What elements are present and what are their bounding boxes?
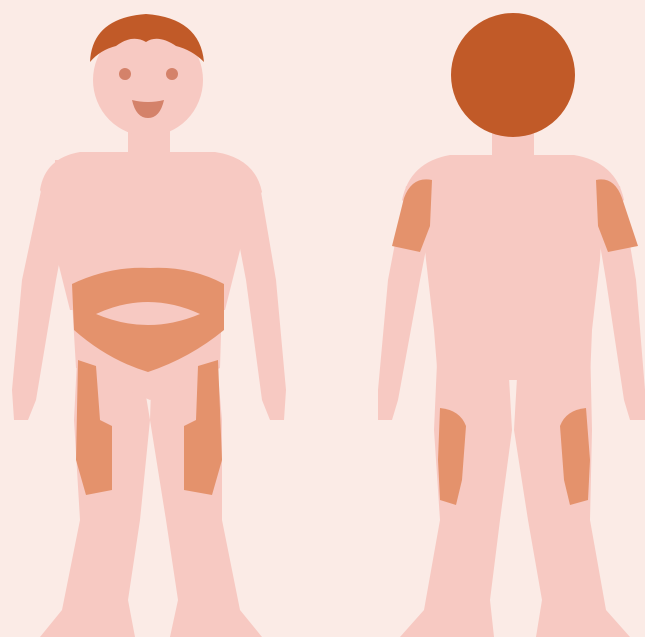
back-head-hair — [451, 13, 575, 137]
back-shoulders — [402, 155, 624, 226]
front-left-eye — [119, 68, 131, 80]
front-shoulders — [40, 152, 262, 220]
front-right-eye — [166, 68, 178, 80]
